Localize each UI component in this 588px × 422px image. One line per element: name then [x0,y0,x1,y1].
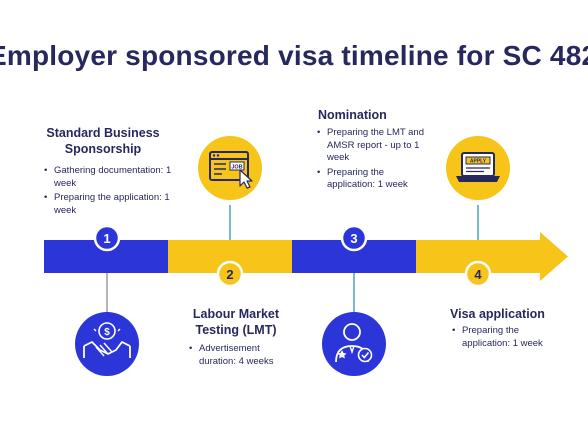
step-1-title: Standard Business Sponsorship [40,125,166,157]
step-marker-4: 4 [464,260,492,288]
step-3-detail-item: Preparing the application: 1 week [317,167,427,192]
step-marker-1: 1 [93,224,121,252]
step-number-2: 2 [226,267,233,282]
step-2-detail-item: Advertisement duration: 4 weeks [189,343,289,368]
step-3-title: Nomination [318,107,408,123]
job-ad-browser-icon: JOB [198,136,262,200]
svg-text:$: $ [104,327,110,338]
step-4-detail-item: Preparing the application: 1 week [452,325,562,350]
step-marker-2: 2 [216,260,244,288]
step-3-title-line-1: Nomination [318,108,387,122]
step-number-3: 3 [350,231,357,246]
apply-label: APPLY [470,159,487,165]
diagram-title: Employer sponsored visa timeline for SC … [0,40,588,80]
step-4-title: Visa application [450,306,560,322]
step-3-details: Preparing the LMT and AMSR report - up t… [317,127,427,194]
step-2-title-line-2: Testing (LMT) [195,323,277,337]
step-2-details: Advertisement duration: 4 weeks [189,343,289,370]
step-3-detail-item: Preparing the LMT and AMSR report - up t… [317,127,427,165]
step-2-title: Labour Market Testing (LMT) [181,306,291,338]
step-number-4: 4 [474,267,482,282]
step-2-title-line-1: Labour Market [192,307,280,321]
step-marker-3: 3 [340,224,368,252]
step-1-title-line-2: Sponsorship [64,142,142,156]
timeline-arrow-segment-4 [416,232,568,281]
diagram-title-text: Employer sponsored visa timeline for SC … [0,40,588,71]
step-1-details: Gathering documentation: 1 week Preparin… [44,165,178,219]
step-number-1: 1 [103,231,110,246]
step-1-title-line-1: Standard Business [46,126,160,140]
apply-laptop-icon: APPLY [446,136,510,200]
step-1-detail-item: Preparing the application: 1 week [44,192,178,217]
step-4-title-line-1: Visa application [450,307,545,321]
person-approved-icon [322,312,386,376]
handshake-dollar-icon: $ [75,312,139,376]
job-ad-label: JOB [231,165,242,171]
step-4-details: Preparing the application: 1 week [452,325,562,352]
step-1-detail-item: Gathering documentation: 1 week [44,165,178,190]
